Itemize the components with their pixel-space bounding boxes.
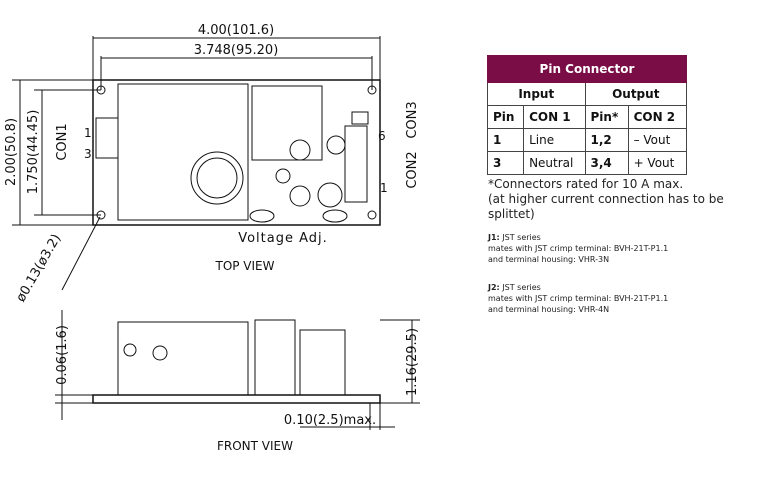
cell-pin: 1 xyxy=(486,128,525,152)
table-title: Pin Connector xyxy=(487,55,687,83)
cell-con1: Neutral xyxy=(523,151,586,175)
j1-title: J1: xyxy=(488,233,500,242)
con2-label: CON2 xyxy=(405,151,420,188)
cell-pin-out: 3,4 xyxy=(584,151,629,175)
voltage-adj-label: Voltage Adj. xyxy=(238,231,328,246)
dim-pcb-thickness: 0.06(1.6) xyxy=(55,325,70,385)
pcb-edge xyxy=(92,394,381,404)
dim-hole-width: 3.748(95.20) xyxy=(194,43,279,58)
con3-connector xyxy=(351,111,369,125)
cell-pin: 3 xyxy=(486,151,525,175)
j2-terminal: mates with JST crimp terminal: BVH-21T-P… xyxy=(488,294,669,303)
dim-lead: 0.10(2.5)max. xyxy=(284,413,376,428)
con3-label: CON3 xyxy=(405,101,420,138)
note-line: (at higher current connection has to be … xyxy=(488,192,724,221)
j2-housing: and terminal housing: VHR-4N xyxy=(488,305,610,314)
component-area xyxy=(117,83,249,221)
voltage-adj-pot xyxy=(275,168,291,184)
j2-series: JST series xyxy=(499,283,541,292)
cell-con1: Line xyxy=(523,128,586,152)
con2-pin6: 6 xyxy=(378,129,386,143)
cell-con2: + Vout xyxy=(627,151,688,175)
j2-spec: J2: JST series mates with JST crimp term… xyxy=(488,282,668,315)
dim-hole-height: 1.750(44.45) xyxy=(26,110,41,195)
mechanical-drawing: 4.00(101.6) 3.748(95.20) 2.00(50.8) 1.75… xyxy=(4,23,420,453)
con1-connector xyxy=(95,117,119,159)
front-view-label: FRONT VIEW xyxy=(217,439,293,453)
input-header: Input xyxy=(487,82,586,106)
con1-pin1: 1 xyxy=(84,126,92,140)
capacitor xyxy=(190,151,244,205)
j2-title: J2: xyxy=(488,283,500,292)
hole-diameter: ø0.13(ø3.2) xyxy=(14,232,65,305)
con2-pin1: 1 xyxy=(380,181,388,195)
top-view xyxy=(12,36,381,291)
connector-note: *Connectors rated for 10 A max. (at high… xyxy=(488,177,761,222)
col-con2: CON 2 xyxy=(627,105,688,129)
note-line: *Connectors rated for 10 A max. xyxy=(488,177,684,191)
front-view xyxy=(55,310,420,430)
top-view-label: TOP VIEW xyxy=(214,259,274,273)
output-header: Output xyxy=(584,82,688,106)
dim-overall-height: 2.00(50.8) xyxy=(4,118,19,186)
con1-pin3: 3 xyxy=(84,147,92,161)
pcb-outline xyxy=(92,79,381,226)
cell-pin-out: 1,2 xyxy=(584,128,629,152)
con2-connector xyxy=(344,125,368,203)
col-pin-out: Pin* xyxy=(584,105,629,129)
dim-overall-width: 4.00(101.6) xyxy=(198,23,274,38)
dim-height: 1.16(29.5) xyxy=(405,328,420,396)
cell-con2: – Vout xyxy=(627,128,688,152)
col-con1: CON 1 xyxy=(523,105,586,129)
j1-terminal: mates with JST crimp terminal: BVH-21T-P… xyxy=(488,244,669,253)
j1-series: JST series xyxy=(499,233,541,242)
j1-spec: J1: JST series mates with JST crimp term… xyxy=(488,232,668,265)
col-pin: Pin xyxy=(486,105,525,129)
con1-label: CON1 xyxy=(55,123,70,160)
j1-housing: and terminal housing: VHR-3N xyxy=(488,255,610,264)
hole-leader xyxy=(61,216,101,291)
